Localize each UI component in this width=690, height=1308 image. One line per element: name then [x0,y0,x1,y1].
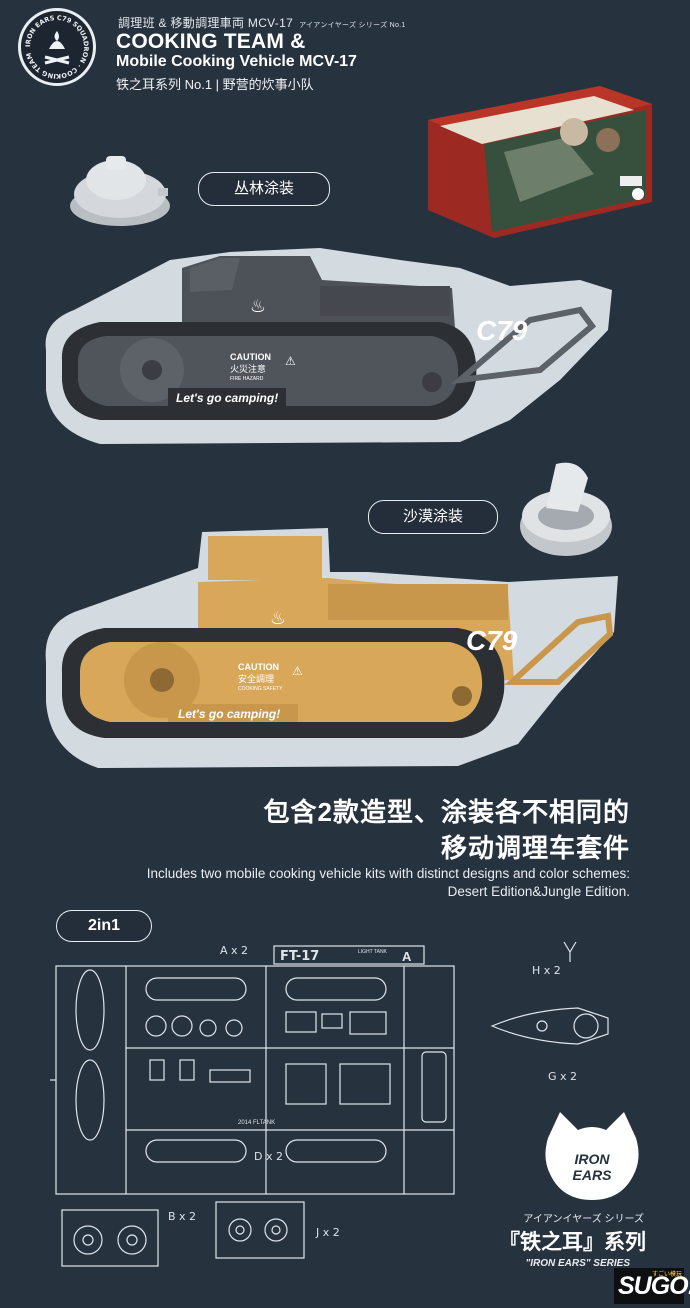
sugo-watermark: SUGO! すごい模玩 [614,1268,690,1304]
two-in-one-badge: 2in1 [56,910,152,942]
sugo-logo-text: SUGO! [618,1272,690,1300]
svg-text:⚠: ⚠ [285,354,296,368]
sprue-j-count: J x 2 [316,1226,340,1239]
sprue-subtitle: LIGHT TANK [358,949,388,955]
sprue-b-diagram [61,1209,159,1267]
desert-caution-cn: 安全調理 [238,673,274,684]
sprue-title: FT-17 [280,949,319,964]
desert-hull-number: C79 [466,625,518,656]
part-h-count: H x 2 [532,964,561,977]
part-h-diagram [563,941,577,962]
cooking-team-logo: IRON EARS C79 SQUADRON · COOKING TEAM [18,8,96,86]
iron-ears-logo: IRON EARS [545,1112,639,1200]
brand-series-cn: 『铁之耳』系列 [499,1231,646,1254]
iron-ears-logo-line1: IRON [575,1151,611,1167]
product-box-image [428,86,652,238]
headline-cn-line2: 移动调理车套件 [440,833,630,863]
svg-text:⚠: ⚠ [292,664,303,678]
desert-slogan: Let's go camping! [178,707,280,721]
jungle-slogan: Let's go camping! [176,391,278,405]
turret-hatch-part-open [520,462,612,556]
svg-text:♨: ♨ [270,608,286,628]
jungle-hull-number: C79 [476,315,528,346]
brand-series-jp: アイアンイヤーズ シリーズ [523,1214,644,1225]
sprue-j-diagram [215,1201,305,1259]
sprue-d-count: D x 2 [254,1150,283,1163]
header-title-line1: COOKING TEAM & [116,30,306,53]
desert-caution-small: COOKING SAFETY [238,686,283,692]
jungle-caution-small: FIRE HAZARD [230,376,264,382]
jungle-caution-label: CAUTION [230,352,271,362]
jungle-caution-cn: 火災注意 [230,363,266,374]
jungle-tank-image: ♨ C79 CAUTION 火災注意 FIRE HAZARD ⚠ Let's g… [45,248,612,444]
desert-caution-label: CAUTION [238,662,279,672]
header-chinese-title: 铁之耳系列 No.1 | 野营的炊事小队 [116,77,314,92]
header-title-line2: Mobile Cooking Vehicle MCV-17 [116,53,357,70]
headline-cn-line1: 包含2款造型、涂装各不相同的 [263,797,630,827]
sprue-b-count: B x 2 [168,1210,197,1223]
sprue-a-diagram: FT-17 LIGHT TANK A 2014 FLTANK [50,945,455,1195]
turret-hatch-part-grey [70,156,170,226]
iron-ears-logo-line2: EARS [573,1167,613,1183]
headline-en-line1: Includes two mobile cooking vehicle kits… [146,866,630,881]
headline-en-line2: Desert Edition&Jungle Edition. [447,884,630,899]
jungle-scheme-label: 丛林涂装 [198,172,330,206]
sprue-letter: A [402,949,412,964]
desert-scheme-label: 沙漠涂装 [368,500,498,534]
svg-text:♨: ♨ [250,296,266,316]
sugo-small-text: すごい模玩 [652,1272,683,1278]
sprue-code: 2014 FLTANK [238,1120,275,1126]
part-g-count: G x 2 [548,1070,578,1083]
brand-series-en: "IRON EARS" SERIES [525,1258,630,1269]
part-g-diagram [490,1007,609,1045]
desert-tank-image: ♨ C79 CAUTION 安全調理 COOKING SAFETY ⚠ Let'… [45,528,618,768]
sprue-a-count: A x 2 [220,944,249,957]
